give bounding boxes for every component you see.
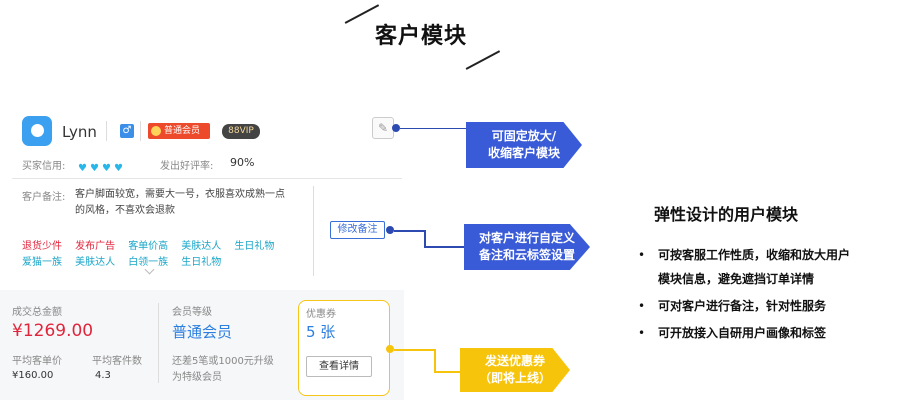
edit-remark-button[interactable]: 修改备注 — [330, 221, 385, 239]
connector-dot — [386, 345, 394, 353]
divider — [12, 178, 402, 179]
upgrade-hint: 还差5笔或1000元升级 — [172, 356, 274, 367]
coupon-value: 5 张 — [306, 323, 336, 341]
divider — [140, 121, 141, 141]
positive-rate-value: 90% — [230, 156, 255, 169]
tags-row-1: 退货少件 发布广告 客单价高 美肤达人 生日礼物 — [22, 234, 274, 253]
tag[interactable]: 爱猫一族 — [22, 257, 62, 268]
connector-line — [394, 349, 434, 351]
vip-badge: 88VIP — [222, 124, 260, 139]
callout-pin: 可固定放大/收缩客户模块 — [466, 122, 582, 168]
bullet-icon: • — [638, 326, 646, 340]
callout-text: 发送优惠券 （即将上线） — [479, 353, 551, 387]
heart-icon: ♥ — [90, 163, 99, 174]
connector-dot — [392, 124, 400, 132]
divider — [158, 303, 159, 383]
connector-line — [400, 128, 466, 146]
positive-rate-label: 发出好评率: — [160, 161, 214, 172]
remark-text: 客户脚面较宽，需要大一号，衣服喜欢成熟一点的风格，不喜欢会退款 — [75, 189, 285, 216]
bullet-text: 可按客服工作性质，收缩和放大用户 — [658, 248, 851, 262]
member-level-label: 会员等级 — [172, 307, 212, 318]
title-deco-line-right — [465, 50, 500, 70]
member-badge: 普通会员 — [148, 123, 210, 139]
connector-line — [394, 230, 424, 232]
callout-line: 收缩客户模块 — [487, 146, 560, 160]
bullet-text: 可开放接入自研用户画像和标签 — [658, 326, 827, 340]
callout-line: 备注和云标签设置 — [478, 248, 575, 262]
tag[interactable]: 美肤达人 — [181, 241, 222, 252]
pin-icon: ✎ — [377, 121, 389, 135]
member-coin-icon — [151, 126, 161, 136]
member-badge-label: 普通会员 — [164, 126, 201, 136]
bullet-item: • 可对客户进行备注，针对性服务 — [638, 295, 888, 317]
bullet-text: 模块信息，避免遮挡订单详情 — [658, 272, 815, 286]
bullet-item: • 可开放接入自研用户画像和标签 — [638, 322, 888, 344]
credit-label: 买家信用: — [22, 161, 66, 172]
title-deco-line-left — [344, 4, 379, 24]
coupon-label: 优惠券 — [306, 309, 336, 320]
divider — [313, 186, 314, 276]
bullet-icon: • — [638, 248, 646, 262]
customer-name: Lynn — [62, 123, 97, 141]
coupon-box — [298, 300, 390, 396]
callout-line: 发送优惠券 — [484, 354, 545, 368]
bullet-icon: • — [638, 299, 646, 313]
bullet-item-continuation: 模块信息，避免遮挡订单详情 — [638, 268, 888, 290]
heart-icon: ♥ — [78, 163, 87, 174]
tag[interactable]: 退货少件 — [22, 241, 62, 252]
callout-remark: 对客户进行自定义备注和云标签设置 — [464, 224, 590, 270]
callout-line: 对客户进行自定义 — [478, 231, 575, 245]
male-icon: ♂ — [120, 124, 134, 138]
connector-line — [424, 230, 426, 246]
tag[interactable]: 生日礼物 — [181, 257, 222, 268]
connector-dot — [386, 226, 394, 234]
credit-hearts: ♥♥♥♥ — [78, 156, 126, 175]
tag[interactable]: 生日礼物 — [234, 241, 275, 252]
connector-line — [434, 371, 460, 373]
callout-line: （即将上线） — [478, 371, 551, 385]
tag[interactable]: 客单价高 — [128, 241, 169, 252]
pin-button[interactable]: ✎ — [372, 117, 394, 139]
tags-row-2: 爱猫一族 美肤达人 白领一族 生日礼物 — [22, 250, 221, 269]
total-amount-label: 成交总金额 — [12, 307, 62, 318]
bullet-item: • 可按客服工作性质，收缩和放大用户 — [638, 244, 888, 266]
callout-text: 对客户进行自定义备注和云标签设置 — [479, 230, 575, 264]
avg-price-label: 平均客单价 — [12, 356, 62, 367]
upgrade-hint: 为特级会员 — [172, 372, 222, 383]
page-title: 客户模块 — [375, 24, 468, 49]
tag[interactable]: 美肤达人 — [75, 257, 116, 268]
tag[interactable]: 发布广告 — [75, 241, 116, 252]
avatar — [22, 116, 52, 146]
divider — [106, 121, 107, 141]
coupon-detail-button[interactable]: 查看详情 — [306, 356, 372, 377]
avg-items-value: 4.3 — [95, 370, 111, 381]
member-level-value: 普通会员 — [172, 323, 233, 341]
connector-line — [434, 349, 436, 371]
avg-price-value: ¥160.00 — [12, 370, 54, 381]
avg-items-label: 平均客件数 — [92, 356, 142, 367]
connector-line — [424, 246, 464, 248]
remark-label: 客户备注: — [22, 192, 66, 203]
tag[interactable]: 白领一族 — [128, 257, 169, 268]
heart-icon: ♥ — [114, 163, 123, 174]
callout-text: 可固定放大/收缩客户模块 — [488, 128, 560, 162]
total-amount-value: ¥1269.00 — [12, 321, 94, 341]
callout-coupon: 发送优惠券 （即将上线） — [460, 348, 570, 392]
panel-title: 弹性设计的用户模块 — [654, 205, 799, 224]
bullet-text: 可对客户进行备注，针对性服务 — [658, 299, 827, 313]
heart-icon: ♥ — [102, 163, 111, 174]
callout-line: 可固定放大/ — [491, 129, 557, 143]
